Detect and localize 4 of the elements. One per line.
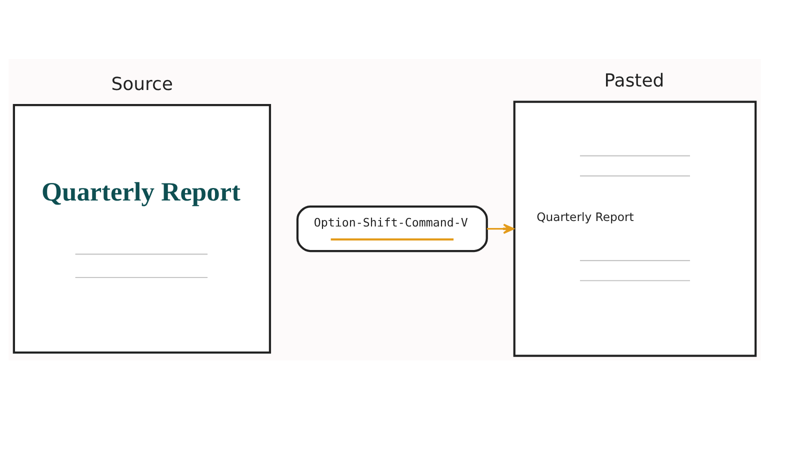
node-label: Pasted — [604, 70, 664, 92]
arrow — [486, 224, 514, 234]
node-box: Option-Shift-Command-V — [296, 206, 488, 252]
node-label: Source — [111, 74, 173, 95]
